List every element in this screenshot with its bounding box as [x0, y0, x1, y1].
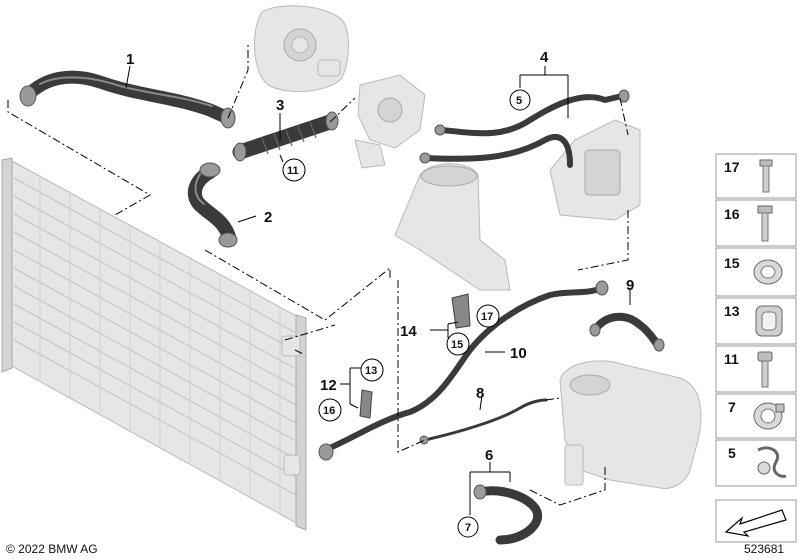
bracket-12: [359, 389, 373, 419]
callout-13-circle: 13: [360, 358, 384, 382]
legend-label-7: 7: [728, 399, 736, 415]
callout-8: 8: [476, 385, 484, 402]
callout-16-circle: 16: [318, 398, 342, 422]
filter-housing: [394, 163, 511, 291]
callout-1: 1: [126, 51, 134, 68]
hose-1: [19, 70, 236, 129]
hose-2: [187, 162, 238, 248]
legend-label-16: 16: [724, 206, 740, 222]
callout-14: 14: [400, 323, 417, 340]
callout-9: 9: [626, 277, 634, 294]
radiator: [1, 157, 307, 531]
callout-15-circle: 15: [446, 332, 470, 356]
legend-item-13: 13: [715, 297, 797, 345]
thermostat-housing: [354, 74, 426, 169]
expansion-tank-upper: [549, 119, 641, 221]
callout-13: 13: [365, 365, 377, 377]
legend-item-5: 5: [715, 439, 797, 487]
callout-6: 6: [485, 447, 493, 464]
hose-9: [589, 312, 665, 352]
legend-item-16: 16: [715, 199, 797, 247]
legend-panel: 17 16 15 13: [715, 153, 797, 543]
legend-label-17: 17: [724, 159, 740, 175]
engine-component: [253, 5, 349, 92]
legend-label-11: 11: [724, 351, 739, 367]
callout-17-circle: 17: [476, 304, 500, 328]
callout-5-circle: 5: [509, 89, 531, 111]
legend-item-17: 17: [715, 153, 797, 199]
callout-16: 16: [323, 405, 335, 417]
callout-11: 11: [287, 165, 299, 177]
legend-arrow-box: [715, 499, 797, 543]
connection-lines: [7, 45, 629, 506]
legend-item-11: 11: [715, 345, 797, 393]
clip-icon: [753, 259, 783, 285]
callout-2: 2: [264, 209, 272, 226]
spring-clip-icon: [757, 446, 787, 478]
callout-4: 4: [540, 49, 549, 66]
callout-3: 3: [276, 97, 284, 114]
screw-icon: [757, 205, 773, 242]
hose-4: [419, 89, 630, 168]
line-8: [419, 398, 548, 445]
grommet-icon: [755, 305, 783, 337]
hose-10: [318, 280, 609, 461]
copyright-text: © 2022 BMW AG: [6, 542, 98, 556]
legend-label-5: 5: [728, 445, 736, 461]
callout-7-circle: 7: [457, 516, 479, 538]
arrow-icon: [724, 509, 787, 537]
legend-item-15: 15: [715, 247, 797, 297]
bolt-icon: [759, 159, 773, 193]
hose-3: [232, 111, 339, 162]
diagram-id: 523681: [744, 542, 784, 556]
legend-label-13: 13: [724, 303, 740, 319]
hose-clamp-icon: [753, 402, 785, 430]
legend-label-15: 15: [724, 255, 740, 271]
hex-screw-icon: [757, 351, 773, 388]
callout-5: 5: [516, 95, 522, 107]
bracket-14: [451, 293, 471, 329]
expansion-tank-lower: [559, 360, 702, 489]
callout-11-circle: 11: [282, 158, 306, 182]
hose-6: [473, 484, 542, 545]
callout-7: 7: [465, 522, 471, 534]
legend-item-7: 7: [715, 393, 797, 439]
callout-10: 10: [510, 345, 527, 362]
callout-12: 12: [320, 377, 337, 394]
callout-15: 15: [451, 339, 463, 351]
callout-17: 17: [481, 311, 493, 323]
leader-lines: [125, 65, 631, 515]
